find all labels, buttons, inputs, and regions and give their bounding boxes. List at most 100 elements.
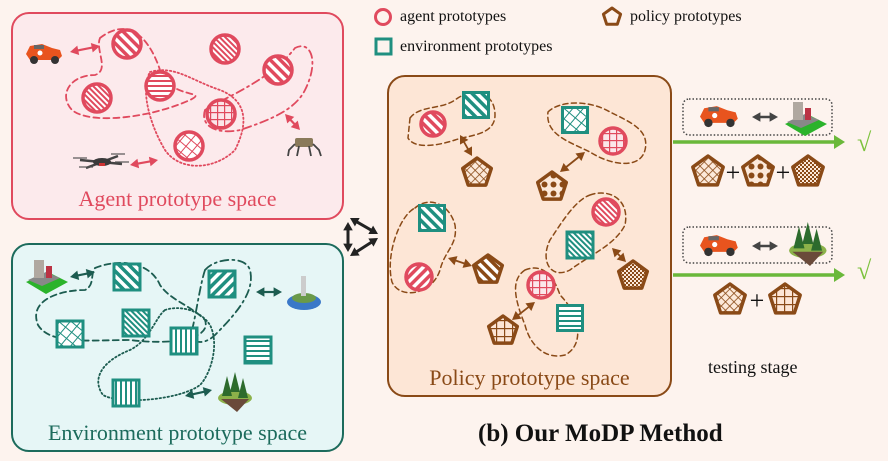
testing-stage-label: testing stage xyxy=(708,357,798,377)
arrow-head xyxy=(285,114,295,124)
environment-prototype-icon xyxy=(121,308,151,338)
environment-prototype-icon xyxy=(243,335,273,365)
arrow-head xyxy=(448,256,458,266)
cluster-outline xyxy=(407,92,496,147)
environment-prototype-icon xyxy=(55,319,85,349)
testing-case-box-2 xyxy=(682,226,833,264)
environment-prototype-icon xyxy=(111,378,141,408)
plus-operator: + xyxy=(750,286,765,315)
environment-prototype-icon xyxy=(169,326,199,356)
cluster-outline xyxy=(547,102,647,165)
arrow-head xyxy=(256,287,265,297)
environment-prototype-icon xyxy=(556,304,584,332)
arrow-head xyxy=(148,156,158,167)
cluster-outline xyxy=(35,262,207,343)
figure-caption: (b) Our MoDP Method xyxy=(478,420,723,447)
arrow-head xyxy=(70,45,80,56)
policy-prototype-icon xyxy=(741,154,775,187)
policy-prototype-icon xyxy=(768,282,802,315)
agent-prototype-icon xyxy=(209,33,241,65)
arrow-head xyxy=(525,302,535,311)
arrow-head xyxy=(350,218,360,227)
legend-environment-label: environment prototypes xyxy=(400,38,553,55)
cluster-outline xyxy=(203,45,314,133)
environment-prototype-icon xyxy=(418,204,446,232)
success-check-1: √ xyxy=(857,128,872,157)
legend-policy-label: policy prototypes xyxy=(630,8,742,25)
arrow-head xyxy=(460,135,469,145)
arrow-head xyxy=(462,258,472,268)
double-arrow xyxy=(135,159,153,166)
city-environment-icon xyxy=(26,260,68,294)
cluster-outline xyxy=(191,258,252,343)
car-agent-icon xyxy=(26,44,62,64)
policy-space-title: Policy prototype space xyxy=(429,365,630,390)
arrow-head xyxy=(560,163,570,172)
lighthouse-island-icon xyxy=(287,276,321,310)
policy-prototype-icon xyxy=(486,314,520,345)
cluster-outline xyxy=(145,69,245,167)
double-arrow xyxy=(190,390,207,396)
agent-prototype-icon xyxy=(404,262,434,292)
legend-policy-icon xyxy=(601,6,623,26)
city-environment-icon xyxy=(785,102,827,136)
agent-prototype-icon xyxy=(591,197,621,227)
double-arrow xyxy=(516,304,531,318)
double-arrow xyxy=(75,46,95,52)
arrow-head xyxy=(752,112,761,122)
forest-island-icon xyxy=(789,222,827,266)
agent-prototype-icon xyxy=(111,28,143,60)
arrow-head xyxy=(85,268,95,279)
agent-prototype-icon xyxy=(526,270,556,300)
arrow-head xyxy=(290,120,300,130)
arrow-head xyxy=(70,270,80,281)
arrow-head xyxy=(343,222,353,231)
policy-prototype-icon xyxy=(535,170,569,201)
arrow-head xyxy=(202,387,212,397)
arrow-head xyxy=(612,248,622,258)
arrow-head xyxy=(616,252,626,262)
agent-prototype-icon xyxy=(205,98,237,130)
arrow-head xyxy=(350,247,360,256)
car-agent-icon xyxy=(700,106,738,128)
legend-environment-icon xyxy=(374,37,393,56)
policy-prototype-icon xyxy=(691,154,725,187)
arrow-head xyxy=(368,225,378,234)
testing-arrowhead-2 xyxy=(834,268,845,282)
environment-prototype-icon xyxy=(112,262,142,292)
environment-prototype-icon xyxy=(462,91,490,119)
arrow-head xyxy=(185,389,195,399)
policy-prototype-icon xyxy=(791,154,825,187)
environment-prototype-icon xyxy=(561,106,589,134)
agent-prototype-icon xyxy=(81,82,113,114)
arrow-head xyxy=(368,238,378,247)
policy-prototype-icon xyxy=(460,156,494,187)
agent-prototype-icon xyxy=(419,110,447,138)
arrow-head xyxy=(273,287,282,297)
cluster-outline xyxy=(545,192,627,274)
agent-prototype-icon xyxy=(262,54,294,86)
environment-prototype-icon xyxy=(207,269,237,299)
cluster-outline xyxy=(389,201,457,294)
testing-case-box-1 xyxy=(682,98,833,136)
arrow-head xyxy=(463,146,472,156)
legend-agent-icon xyxy=(374,8,392,26)
double-arrow xyxy=(354,219,374,233)
environment-space-title: Environment prototype space xyxy=(47,420,308,445)
legend-agent-label: agent prototypes xyxy=(400,8,507,25)
agent-prototype-icon xyxy=(173,130,205,162)
double-arrow xyxy=(564,155,581,169)
arrow-head xyxy=(769,112,778,122)
forest-island-icon xyxy=(218,372,252,412)
arrow-head xyxy=(343,243,353,252)
policy-prototype-icon xyxy=(713,282,747,315)
testing-arrowhead-1 xyxy=(834,135,845,149)
arrow-head xyxy=(90,42,100,53)
agent-space-title: Agent prototype space xyxy=(78,186,277,211)
drone-agent-icon xyxy=(73,153,129,170)
quadruped-robot-icon xyxy=(287,138,322,157)
car-agent-icon xyxy=(700,235,738,257)
cluster-outline xyxy=(65,28,197,119)
arrow-head xyxy=(512,311,522,320)
